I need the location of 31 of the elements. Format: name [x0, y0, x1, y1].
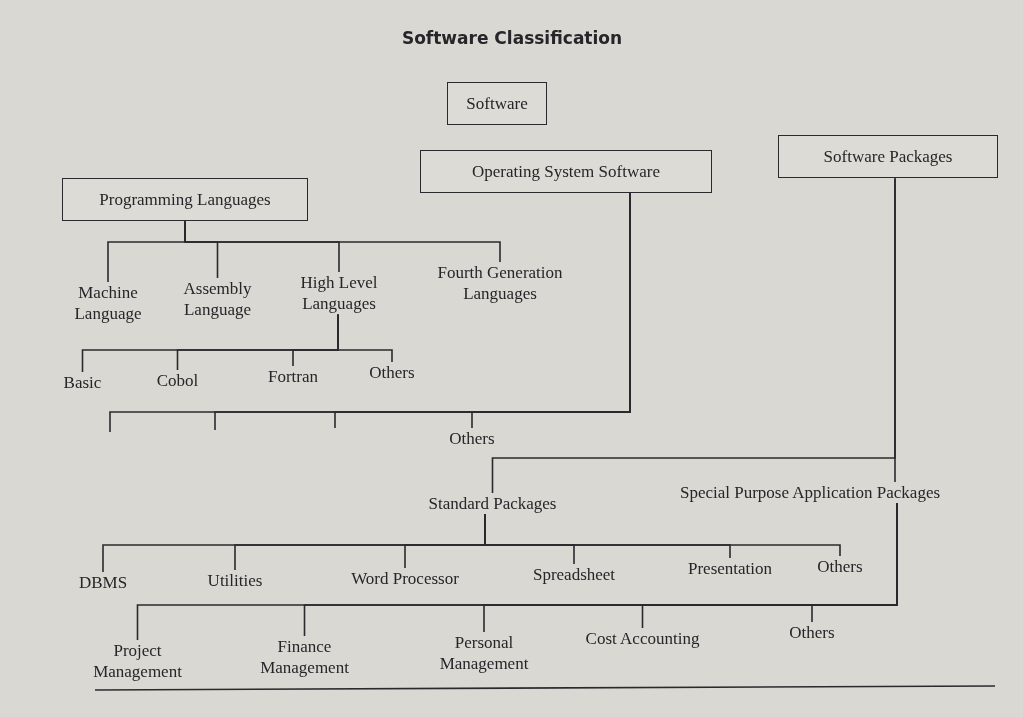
category-label: Cobol — [155, 370, 200, 392]
category-label: Fortran — [266, 366, 319, 388]
category-label: Presentation — [686, 558, 773, 580]
category-label: DBMS — [77, 572, 129, 594]
category-label: Cost Accounting — [585, 628, 700, 650]
category-label: Others — [368, 362, 416, 384]
category-label: Word Processor — [350, 568, 460, 590]
category-label: Spreadsheet — [531, 564, 617, 586]
category-label: Assembly Language — [182, 278, 253, 321]
connector-line — [484, 513, 841, 557]
category-box: Programming Languages — [62, 178, 308, 222]
category-label: High Level Languages — [299, 272, 379, 315]
category-label: Basic — [62, 372, 103, 394]
category-label: Others — [788, 622, 836, 644]
category-label: Fourth Generation Languages — [436, 262, 564, 305]
category-label: Project Management — [92, 640, 183, 683]
category-label: Machine Language — [73, 282, 143, 325]
category-label: Special Purpose Application Packages — [678, 482, 942, 504]
connector-line — [894, 177, 896, 483]
category-box: Operating System Software — [420, 150, 712, 194]
category-label: Finance Management — [259, 636, 350, 679]
diagram-title: Software Classification — [400, 28, 624, 48]
category-label: Others — [816, 556, 864, 578]
category-box: Software — [447, 82, 547, 126]
category-label: Others — [448, 428, 496, 450]
category-label: Personal Management — [438, 632, 530, 675]
connector-line — [811, 502, 898, 623]
category-box: Software Packages — [778, 135, 998, 179]
category-label: Standard Packages — [427, 493, 558, 515]
category-label: Utilities — [206, 570, 264, 592]
connector-line — [337, 313, 393, 363]
